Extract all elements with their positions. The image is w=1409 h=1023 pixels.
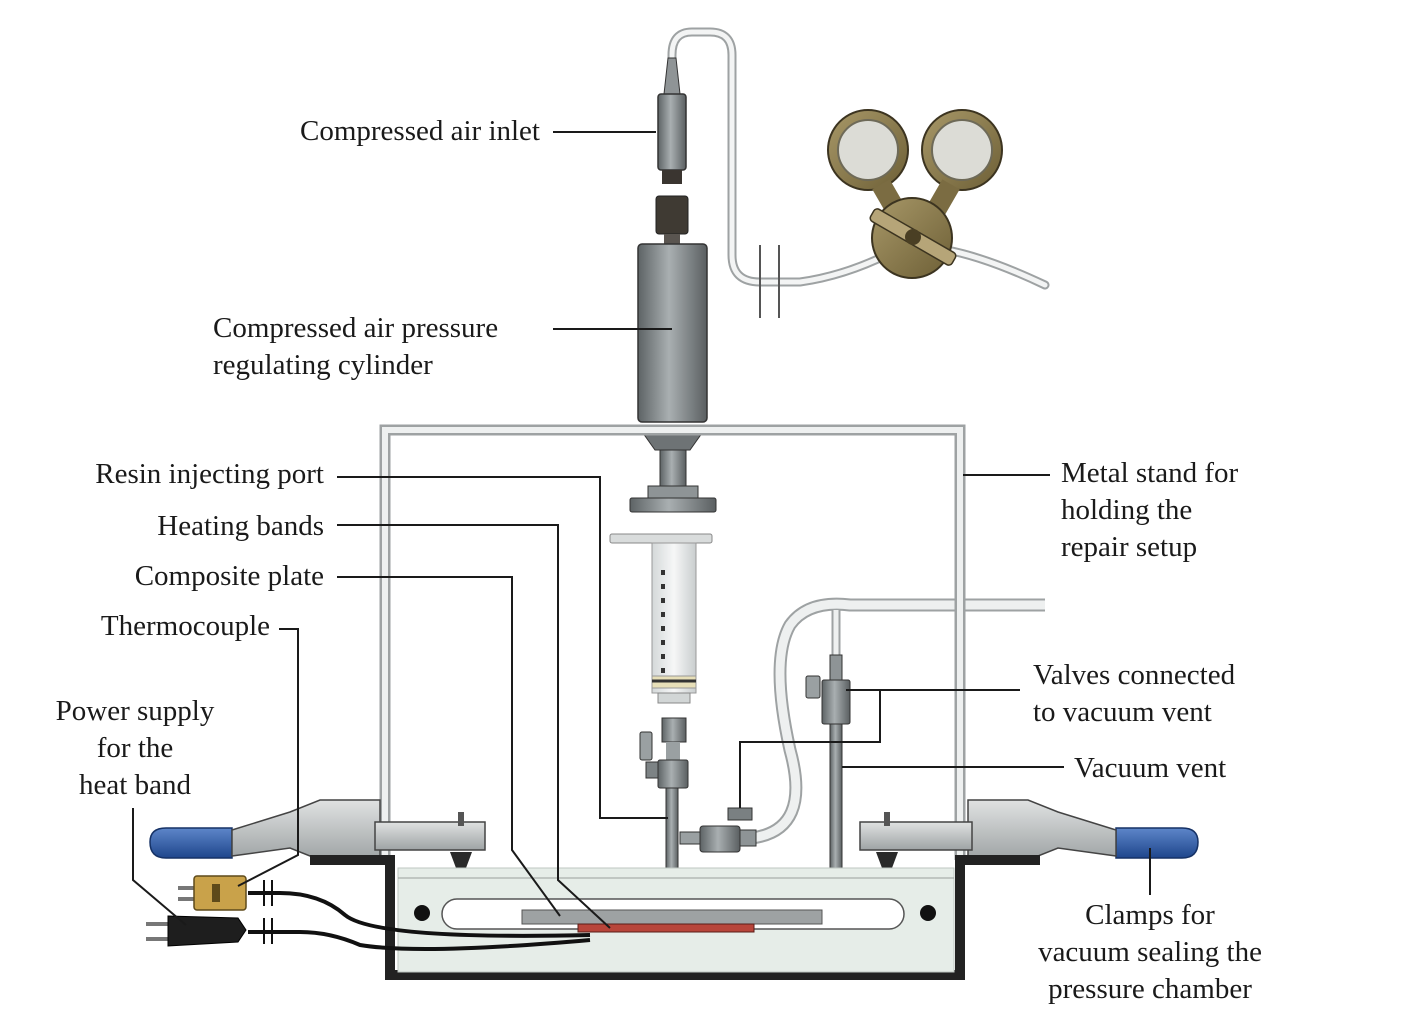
label-heating-bands: Heating bands — [20, 508, 324, 545]
leader-power-supply — [132, 808, 187, 926]
thermocouple-connector — [178, 875, 247, 911]
compressed-air-inlet-fitting — [655, 57, 689, 244]
label-line: repair setup — [1061, 531, 1198, 563]
label-compressed-air-inlet: Compressed air inlet — [240, 113, 540, 150]
vacuum-vent-assembly — [679, 597, 1045, 910]
leader-thermocouple — [237, 628, 299, 887]
leader-valves — [739, 689, 1020, 808]
pressure-chamber — [310, 855, 1040, 980]
cables — [248, 880, 591, 951]
label-line: Clamps for — [1085, 899, 1215, 931]
label-line: Resin injecting port — [95, 458, 324, 490]
label-line: Metal stand for — [1061, 457, 1239, 489]
leader-resin-port — [337, 476, 668, 819]
label-line: Valves connected — [1033, 659, 1236, 691]
label-line: regulating cylinder — [213, 349, 433, 381]
label-line: pressure chamber — [1048, 973, 1252, 1005]
label-composite-plate: Composite plate — [20, 558, 324, 595]
metal-stand — [379, 424, 966, 860]
leader-heating-bands — [337, 524, 611, 929]
label-regulating-cylinder: Compressed air pressure regulating cylin… — [213, 310, 548, 384]
label-line: Power supply — [55, 695, 215, 727]
leader-composite-plate — [337, 576, 561, 917]
label-thermocouple: Thermocouple — [20, 608, 270, 645]
label-line: Heating bands — [157, 510, 324, 542]
leader-lines — [132, 131, 1151, 929]
regulating-cylinder — [629, 243, 717, 513]
resin-syringe — [609, 533, 713, 743]
label-line: Compressed air inlet — [299, 115, 540, 147]
label-line: vacuum sealing the — [1038, 936, 1262, 968]
label-line: heat band — [79, 769, 191, 801]
left-clamp — [149, 799, 486, 868]
right-clamp — [859, 799, 1199, 868]
label-line: Vacuum vent — [1074, 752, 1227, 784]
label-resin-port: Resin injecting port — [20, 456, 324, 493]
label-line: Composite plate — [134, 560, 324, 592]
label-power-supply: Power supply for the heat band — [30, 693, 240, 804]
power-plug — [146, 915, 247, 947]
pressure-regulator — [827, 109, 1003, 279]
label-valves: Valves connected to vacuum vent — [1033, 657, 1363, 731]
label-line: to vacuum vent — [1033, 696, 1212, 728]
label-metal-stand: Metal stand for holding the repair setup — [1061, 455, 1361, 566]
label-line: for the — [96, 732, 174, 764]
label-vacuum-vent: Vacuum vent — [1074, 750, 1374, 787]
label-line: Thermocouple — [100, 610, 270, 642]
label-line: Compressed air pressure — [213, 312, 499, 344]
label-clamps: Clamps for vacuum sealing the pressure c… — [1000, 897, 1300, 1008]
label-line: holding the — [1061, 494, 1193, 526]
